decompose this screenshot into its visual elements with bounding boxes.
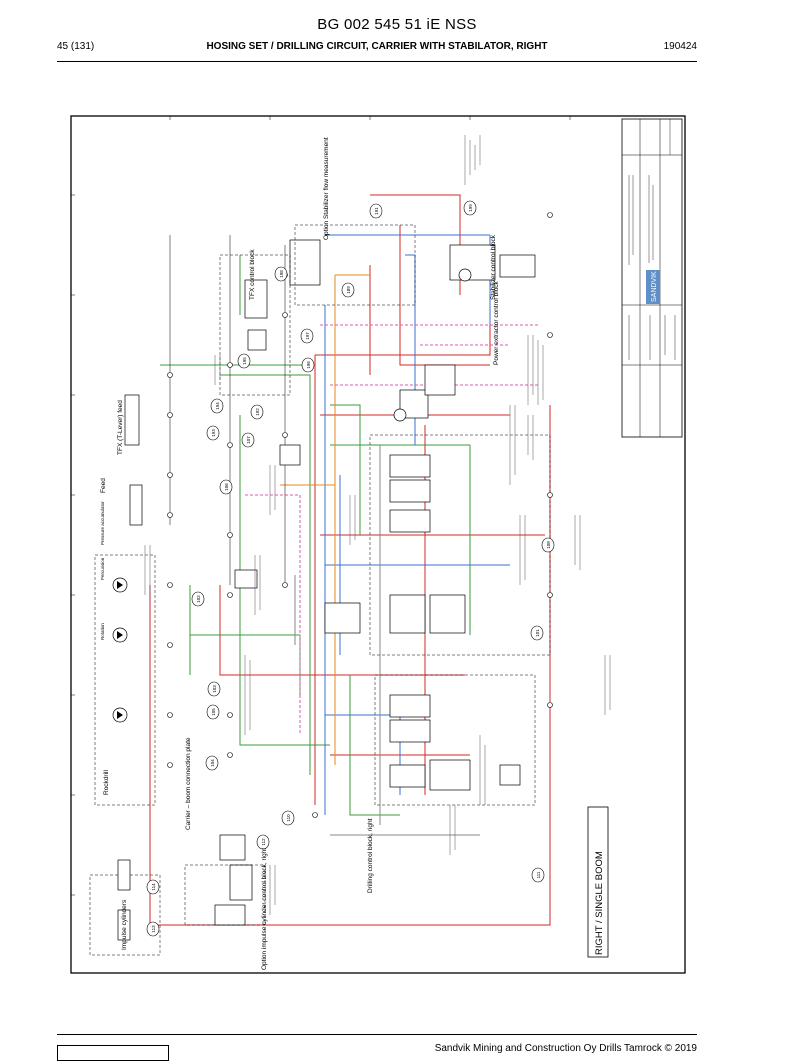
title-block: SANDVIK	[621, 118, 683, 438]
footer-copyright: Sandvik Mining and Construction Oy Drill…	[434, 1043, 697, 1054]
callout-111: 111	[536, 871, 541, 878]
callout-189: 189	[346, 286, 351, 294]
callout-108: 108	[546, 541, 551, 549]
callout-101: 101	[535, 629, 540, 637]
label-pressure-accumulator: Pressure accumulator	[100, 501, 105, 545]
label-stabilizer-control: Stabilizer control block	[490, 234, 497, 300]
callout-105: 105	[211, 708, 216, 716]
document-id: BG 002 545 51 iE NSS	[317, 16, 477, 33]
callout-198: 198	[279, 270, 284, 278]
boom-label: RIGHT / SINGLE BOOM	[594, 851, 605, 955]
page-header: 45 (131) HOSING SET / DRILLING CIRCUIT, …	[57, 41, 697, 55]
diagram-frame	[70, 115, 686, 974]
callout-103: 103	[212, 685, 217, 693]
callout-113: 113	[151, 925, 156, 933]
label-carrier-boom: Carrier – boom connection plate	[185, 737, 192, 830]
label-power-extractor: Power extractor control block	[493, 280, 500, 365]
label-rockdrill: Rockdrill	[103, 770, 110, 795]
callout-195: 195	[242, 357, 247, 365]
page-number: 45 (131)	[57, 41, 95, 52]
callout-194: 194	[215, 402, 220, 410]
label-tfx-feed: TFX (T-Lever) feed	[117, 400, 124, 455]
header-rule	[57, 61, 697, 62]
diagram-svg: SANDVIK RIGHT / SINGLE BOOM	[70, 115, 686, 974]
footer-rule	[57, 1034, 697, 1035]
callout-196: 196	[306, 361, 311, 369]
callout-199: 199	[468, 204, 473, 212]
page-date: 190424	[663, 41, 697, 52]
sandvik-logo-box	[646, 270, 660, 304]
label-impulse-cylinders: Impulse cylinders	[121, 899, 128, 950]
callout-112: 112	[261, 838, 266, 846]
label-impulse-control: Option impulse cylinder control block, r…	[261, 848, 268, 970]
page-title: HOSING SET / DRILLING CIRCUIT, CARRIER W…	[206, 41, 548, 52]
callout-193: 193	[211, 429, 216, 437]
callout-104: 104	[210, 759, 215, 767]
callout-192: 192	[255, 408, 260, 416]
footer-logo	[57, 1045, 169, 1061]
label-tfx-control: TFX control block	[249, 249, 256, 300]
label-feed: Feed	[100, 478, 107, 493]
callout-114: 114	[151, 883, 156, 891]
callout-110: 110	[286, 814, 291, 822]
label-percussion: Percussion	[100, 557, 105, 580]
callout-191: 191	[374, 207, 379, 215]
callout-102: 102	[196, 595, 201, 603]
boom-label-box	[587, 806, 609, 958]
label-drilling-control: Drilling control block, right	[367, 818, 374, 893]
label-stab-flow: Option Stabilizer flow measurement	[323, 137, 330, 240]
hydraulic-diagram: SANDVIK RIGHT / SINGLE BOOM	[70, 115, 686, 974]
callout-107: 107	[246, 436, 251, 444]
label-rotation: Rotation	[100, 623, 105, 640]
sandvik-logo: SANDVIK	[651, 271, 658, 302]
callout-197: 197	[305, 332, 310, 340]
callout-106: 106	[224, 483, 229, 491]
